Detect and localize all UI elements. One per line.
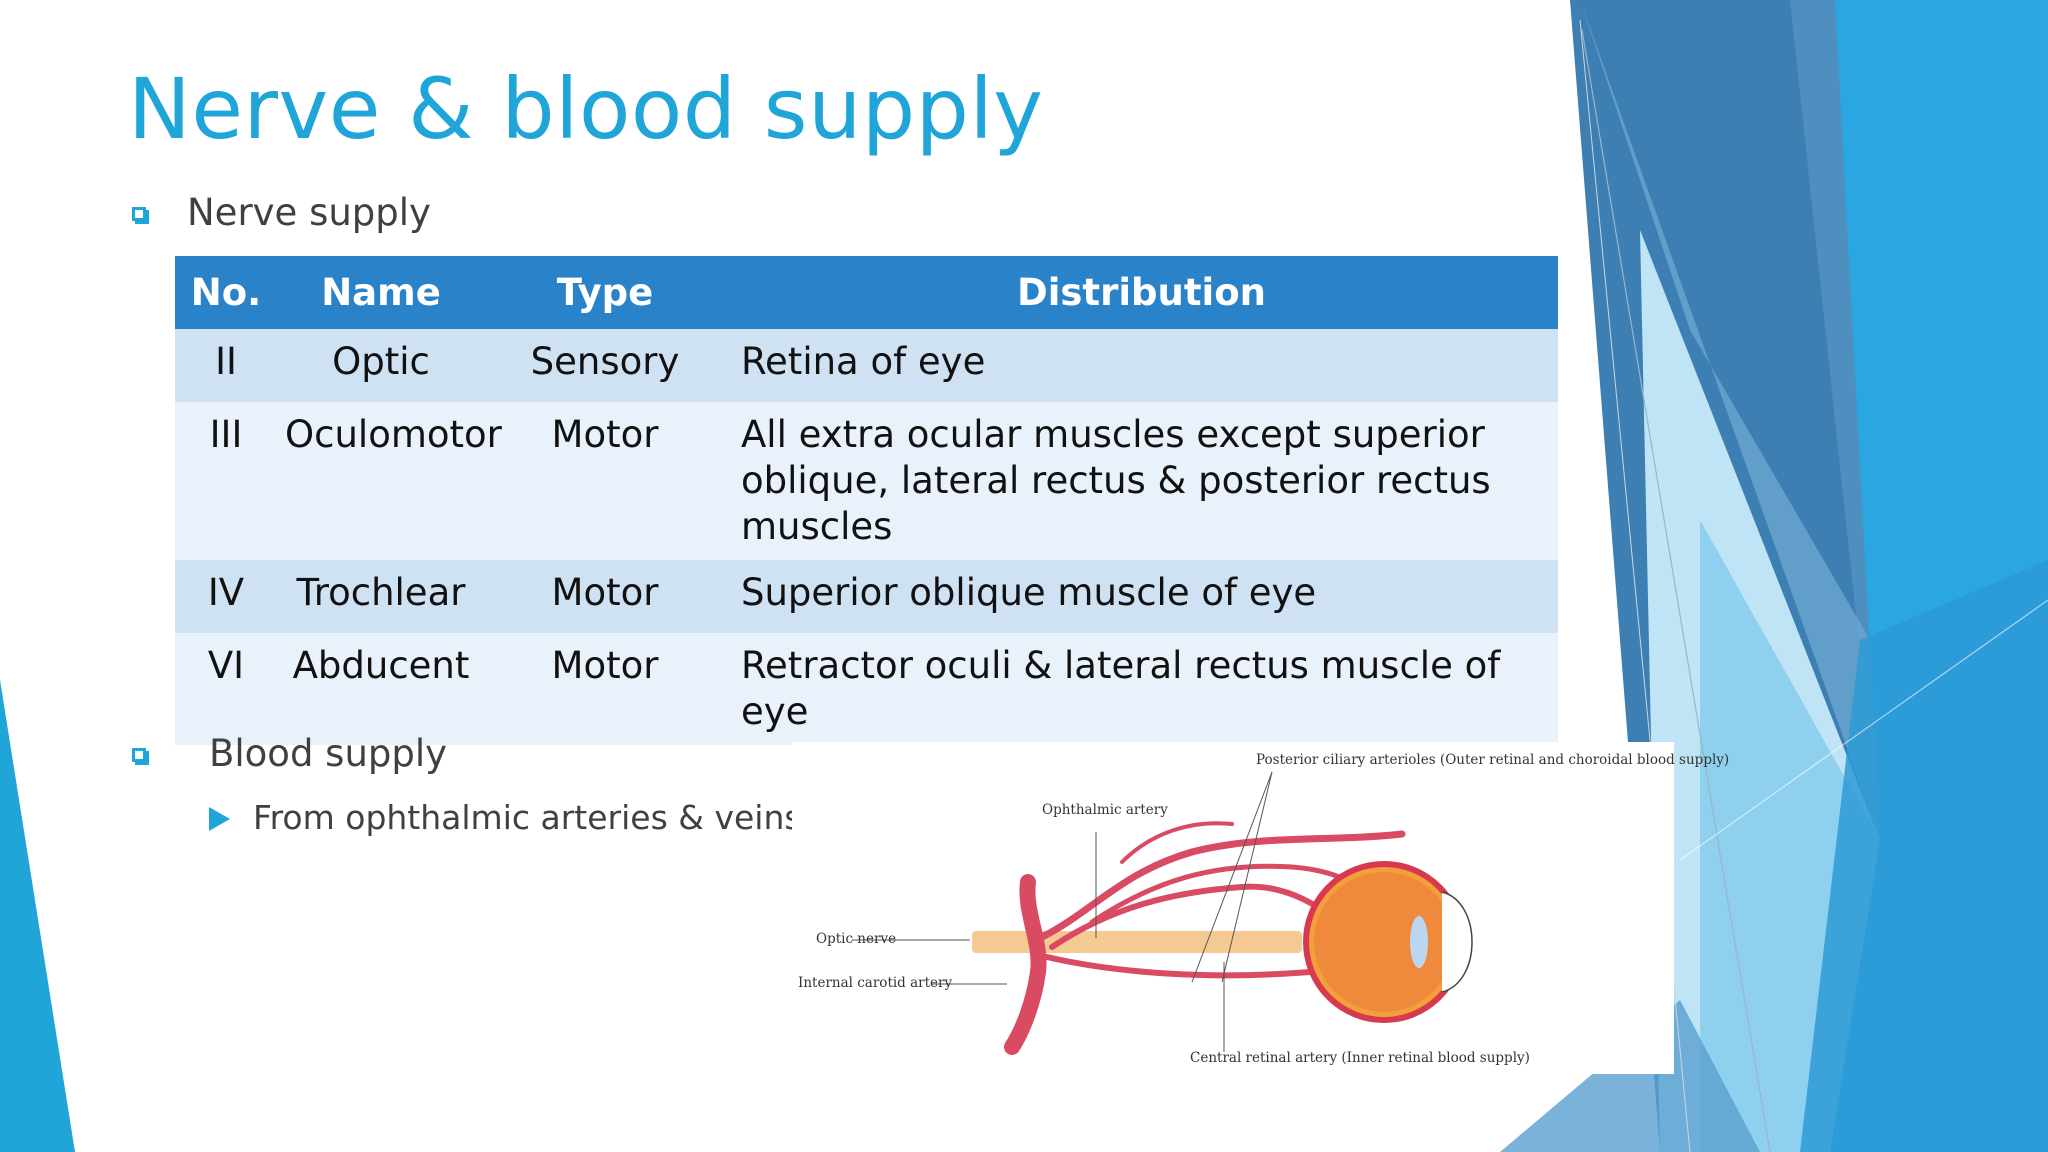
slide-title: Nerve & blood supply [128,60,1044,158]
cell-no: IV [175,560,277,633]
bg-facet-mid [1580,0,1880,840]
header-no: No. [175,256,277,329]
bg-facet-bottom [1500,1000,1760,1152]
bullet-blood-supply: Blood supply [209,732,448,775]
leader-line [1221,771,1273,983]
table-row: IV Trochlear Motor Superior oblique musc… [175,560,1558,633]
cornea-shape [1441,891,1473,993]
label-posterior-ciliary: Posterior ciliary arterioles (Outer reti… [1256,752,1730,768]
vessel-shape [1038,830,1406,941]
eye-illustration [852,771,1473,1055]
square-bullet-icon [132,207,146,221]
label-central-retinal: Central retinal artery (Inner retinal bl… [1190,1050,1530,1066]
cell-type: Sensory [485,329,725,402]
bg-line [1581,29,1771,1152]
cell-type: Motor [485,560,725,633]
table-row: VI Abducent Motor Retractor oculi & late… [175,633,1558,745]
vessel-shape [1044,954,1335,979]
label-ophthalmic-artery: Ophthalmic artery [1042,802,1168,818]
cell-distribution: Retina of eye [725,329,1558,402]
lens-shape [1410,916,1428,968]
optic-nerve-shape [972,931,1302,953]
cell-type: Motor [485,402,725,560]
label-optic-nerve: Optic nerve [816,931,897,947]
vessel-shape [1120,821,1234,864]
header-type: Type [485,256,725,329]
cell-no: II [175,329,277,402]
cell-name: Optic [277,329,485,402]
label-internal-carotid: Internal carotid artery [798,975,953,991]
bg-line [1679,599,2048,861]
table-header-row: No. Name Type Distribution [175,256,1558,329]
cell-distribution: All extra ocular muscles except superior… [725,402,1558,560]
bullet-nerve-supply: Nerve supply [187,191,431,234]
cell-no: VI [175,633,277,745]
header-distribution: Distribution [725,256,1558,329]
table-row: III Oculomotor Motor All extra ocular mu… [175,402,1558,560]
leader-line [1191,771,1273,983]
cell-name: Trochlear [277,560,485,633]
cell-distribution: Superior oblique muscle of eye [725,560,1558,633]
carotid-artery-shape [1004,874,1047,1055]
triangle-bullet-icon [209,807,230,831]
cell-name: Oculomotor [277,402,502,560]
bg-facet-lower [1800,560,2048,1152]
bg-left-wedge [0,680,75,1152]
eyeball-inner-shape [1314,872,1454,1012]
bullet-ophthalmic: From ophthalmic arteries & veins [253,798,802,837]
header-name: Name [277,256,485,329]
cell-distribution: Retractor oculi & lateral rectus muscle … [725,633,1558,745]
cell-no: III [175,402,277,560]
cell-type: Motor [485,633,725,745]
square-bullet-icon [132,748,146,762]
table-row: II Optic Sensory Retina of eye [175,329,1558,402]
cell-name: Abducent [277,633,485,745]
eye-blood-supply-diagram: Posterior ciliary arterioles (Outer reti… [792,742,1729,1074]
nerve-table: No. Name Type Distribution II Optic Sens… [175,256,1558,745]
